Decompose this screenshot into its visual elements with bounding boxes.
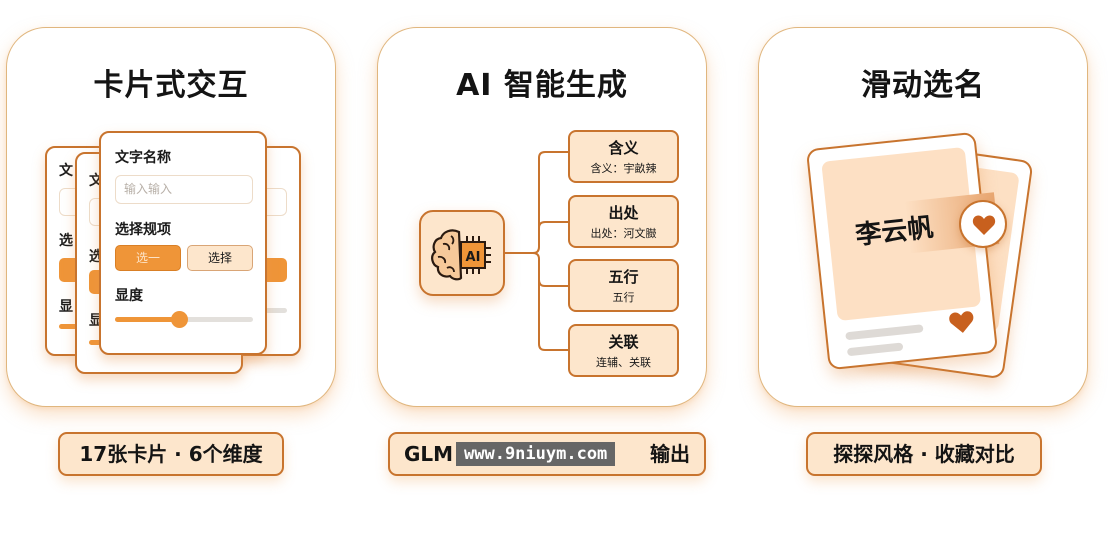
- name-input[interactable]: 输入输入: [115, 175, 253, 204]
- node-related[interactable]: 关联 连辅、关联: [568, 324, 679, 377]
- swipe-card-front[interactable]: [805, 131, 999, 371]
- node-title: 出处: [608, 204, 639, 222]
- settings-card[interactable]: 文字名称 输入输入 选择规项 选一 选择 显度: [99, 131, 267, 355]
- node-title: 含义: [608, 139, 639, 157]
- name-field-label: 文字名称: [115, 150, 171, 166]
- option-button-selected[interactable]: 选一: [115, 245, 181, 271]
- node-subtitle: 含义：宇畝辣: [590, 162, 657, 175]
- panel-swipe-naming: 滑动选名 李云帆: [758, 27, 1088, 407]
- tag-prefix: GLM: [404, 442, 454, 466]
- tag-suffix: 输出: [650, 442, 690, 466]
- node-title: 关联: [608, 333, 639, 351]
- slider-thumb[interactable]: [171, 311, 188, 328]
- slider-fill: [115, 317, 179, 322]
- panel-title: 滑动选名: [861, 68, 985, 103]
- panel-ai-generation: AI 智能生成 AI 含义 含义：宇畝辣 出处 出处：河文臌 五行 五行 关联 …: [377, 27, 707, 407]
- node-five-elements[interactable]: 五行 五行: [568, 259, 679, 312]
- tag-card-stats: 17张卡片 · 6个维度: [58, 432, 284, 476]
- heart-icon: [972, 215, 996, 235]
- panel-title: AI 智能生成: [456, 68, 628, 103]
- select-field-label: 选择规项: [115, 222, 171, 238]
- node-subtitle: 连辅、关联: [596, 356, 651, 369]
- node-subtitle: 五行: [612, 291, 635, 304]
- ai-brain-chip-icon: AI: [419, 210, 505, 296]
- ai-label: AI: [466, 250, 481, 265]
- candidate-name: 李云帆: [854, 212, 935, 251]
- node-meaning[interactable]: 含义 含义：宇畝辣: [568, 130, 679, 183]
- node-title: 五行: [608, 268, 639, 286]
- node-subtitle: 出处：河文臌: [590, 227, 657, 240]
- option-button[interactable]: 选择: [187, 245, 253, 271]
- back-card-label: 文: [59, 163, 73, 179]
- watermark-overlay: www.9niuym.com: [456, 442, 616, 466]
- text-placeholder-line: [845, 324, 924, 341]
- back-card-label: 选: [59, 233, 73, 249]
- tag-swipe-style: 探探风格 · 收藏对比: [806, 432, 1042, 476]
- tag-glm-output: GLM www.9niuym.com 输出: [388, 432, 706, 476]
- like-button[interactable]: [959, 200, 1007, 248]
- back-card-label: 显: [59, 299, 73, 315]
- panel-card-interaction: 卡片式交互 文 选 显 文 选 显 文字名称 输入输入 选择规项 选一 选择 显…: [6, 27, 336, 407]
- text-placeholder-line: [846, 342, 904, 357]
- node-origin[interactable]: 出处 出处：河文臌: [568, 195, 679, 248]
- heart-icon[interactable]: [948, 309, 976, 336]
- connector-lines: [505, 151, 569, 351]
- slider-label: 显度: [115, 288, 143, 304]
- panel-title: 卡片式交互: [93, 68, 249, 103]
